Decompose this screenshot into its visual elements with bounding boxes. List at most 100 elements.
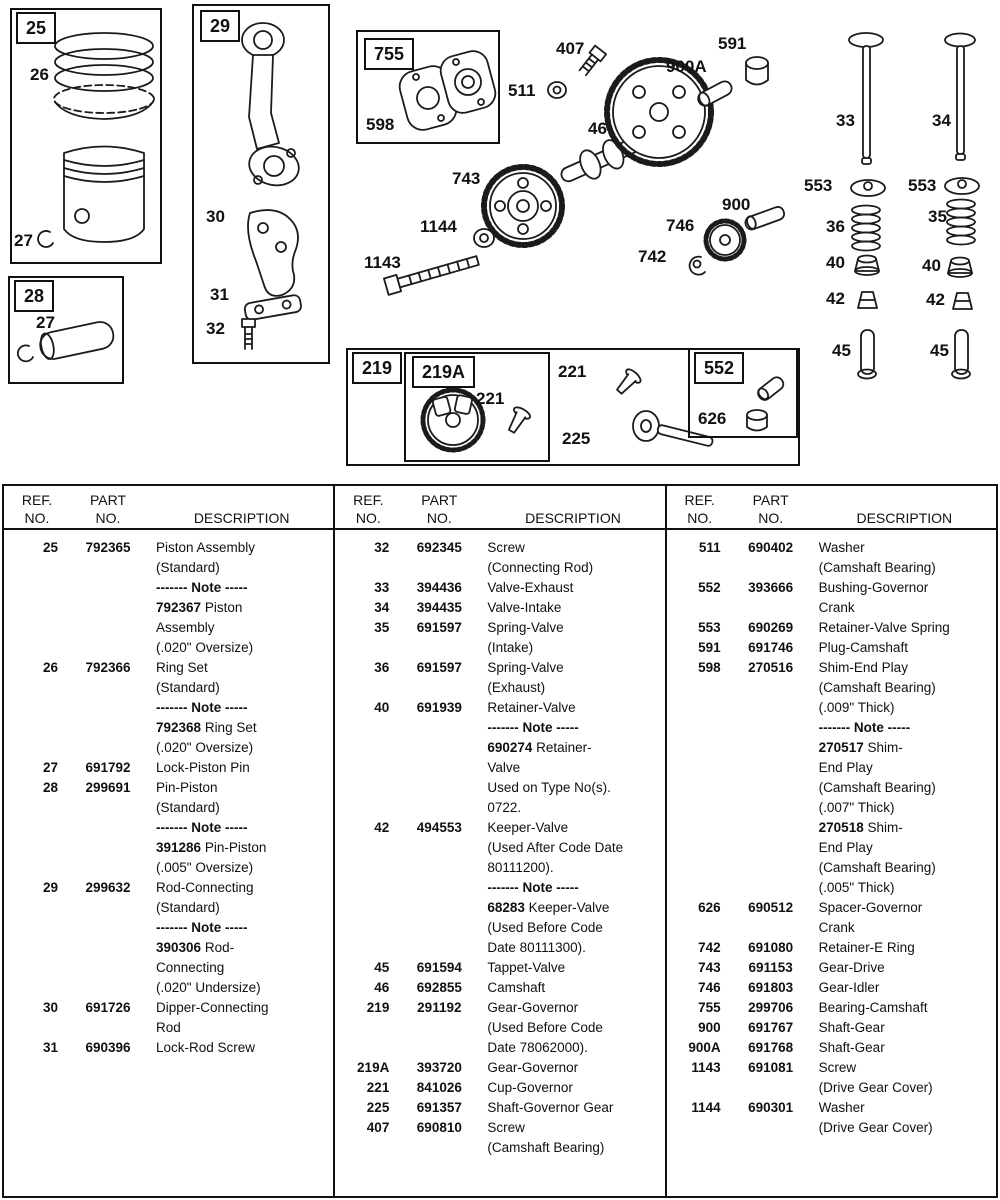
part-no: 692855 [416,980,462,995]
description: Spring-Valve(Exhaust) [487,660,564,695]
part-no: 690269 [748,620,794,635]
callout-27: 27 [36,313,55,332]
part-no: 270516 [748,660,794,675]
callout-1143: 1143 [364,253,401,272]
callout-36: 36 [826,217,845,236]
governor-shaft-art [632,410,714,447]
callout-591: 591 [718,34,747,53]
gear-idler-art [703,218,747,262]
ref-no: 1144 [691,1100,721,1115]
figure-box-552 [688,348,798,438]
retainer-40-right-art [947,256,973,278]
description: Piston Assembly(Standard)------- Note --… [156,540,256,655]
ref-no: 32 [374,540,390,555]
callout-45: 45 [930,341,949,360]
callout-221: 221 [558,362,587,381]
ref-no: 27 [42,760,58,775]
callout-900A: 900A [666,57,707,76]
ref-no: 30 [42,1000,58,1015]
callout-746: 746 [666,216,695,235]
ref-no: 743 [698,960,721,975]
ref-no: 25 [42,540,58,555]
piston-pin-art [39,321,115,360]
part-no: 691767 [748,1020,794,1035]
ref-no: 598 [698,660,721,675]
pin-lock-clip-art [37,230,54,248]
gear-drive-art [481,164,565,248]
keeper-42-right-art [952,292,973,310]
part-no: 691153 [748,960,793,975]
part-no: 394436 [416,580,462,595]
connecting-rod-art [241,22,300,187]
ref-no: 626 [698,900,721,915]
header-ref-no: REF.NO. [684,492,715,526]
ref-no: 755 [698,1000,721,1015]
callout-553: 553 [908,176,937,195]
bushing-626-art [757,376,785,401]
figure-box-29 [192,4,330,364]
description: Cup-Governor [487,1080,573,1095]
callout-42: 42 [826,289,845,308]
part-no: 691939 [416,700,462,715]
valve-exhaust-art [848,32,884,165]
callout-27: 27 [14,231,33,250]
part-no: 299691 [85,780,131,795]
plug-591-art [745,56,769,86]
e-ring-art [688,255,706,276]
description: Lock-Piston Pin [156,760,250,775]
washer-511-art [547,81,567,99]
rod-screw-art [241,318,256,350]
callout-626: 626 [698,409,727,428]
ref-no: 591 [698,640,721,655]
part-no: 691726 [85,1000,131,1015]
callout-219: 219 [352,352,403,384]
valve-intake-art [944,32,976,161]
ref-no: 221 [366,1080,390,1095]
ref-no: 42 [374,820,390,835]
callout-225: 225 [562,429,591,448]
description: Valve-Intake [487,600,562,615]
ref-no: 33 [374,580,390,595]
description: Screw(Connecting Rod) [487,540,594,575]
part-no: 291192 [417,1000,462,1015]
diagram-art [16,22,980,453]
description: Shaft-Gear [818,1020,885,1035]
description: Shaft-Governor Gear [487,1100,614,1115]
description: Plug-Camshaft [818,640,908,655]
callout-40: 40 [922,256,941,275]
ref-no: 407 [366,1120,390,1135]
callout-598: 598 [366,115,395,134]
description: Pin-Piston(Standard)------- Note -----39… [156,780,267,875]
ref-no: 35 [374,620,390,635]
callout-42: 42 [926,290,945,309]
part-no: 691768 [748,1040,794,1055]
cup-governor-top-art [616,368,642,395]
ref-no: 552 [698,580,721,595]
camshaft-bearing-art [398,50,497,131]
description: Screw(Camshaft Bearing) [487,1120,605,1155]
ref-no: 742 [698,940,721,955]
figure-box-219A [404,352,550,462]
ref-no: 28 [42,780,58,795]
